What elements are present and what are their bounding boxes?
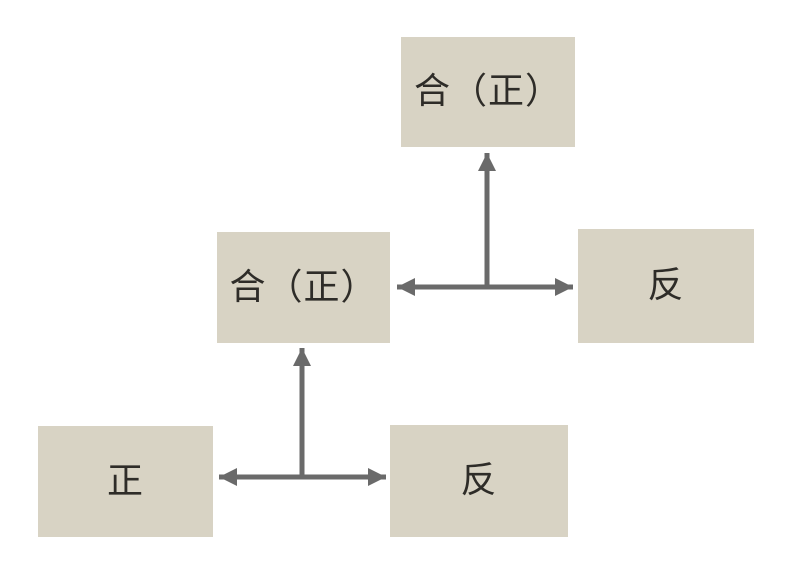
node-synthesis-middle: 合（正） (217, 232, 390, 343)
node-antithesis-bottom-label: 反 (460, 460, 498, 501)
node-thesis-bottom: 正 (38, 426, 213, 537)
node-antithesis-bottom: 反 (390, 425, 568, 537)
node-thesis-bottom-label: 正 (106, 460, 144, 502)
node-antithesis-middle-label: 反 (647, 265, 685, 306)
node-synthesis-middle-label: 合（正） (229, 266, 378, 308)
node-synthesis-top: 合（正） (401, 37, 575, 147)
node-antithesis-middle: 反 (578, 229, 754, 343)
node-synthesis-top-label: 合（正） (413, 71, 562, 112)
